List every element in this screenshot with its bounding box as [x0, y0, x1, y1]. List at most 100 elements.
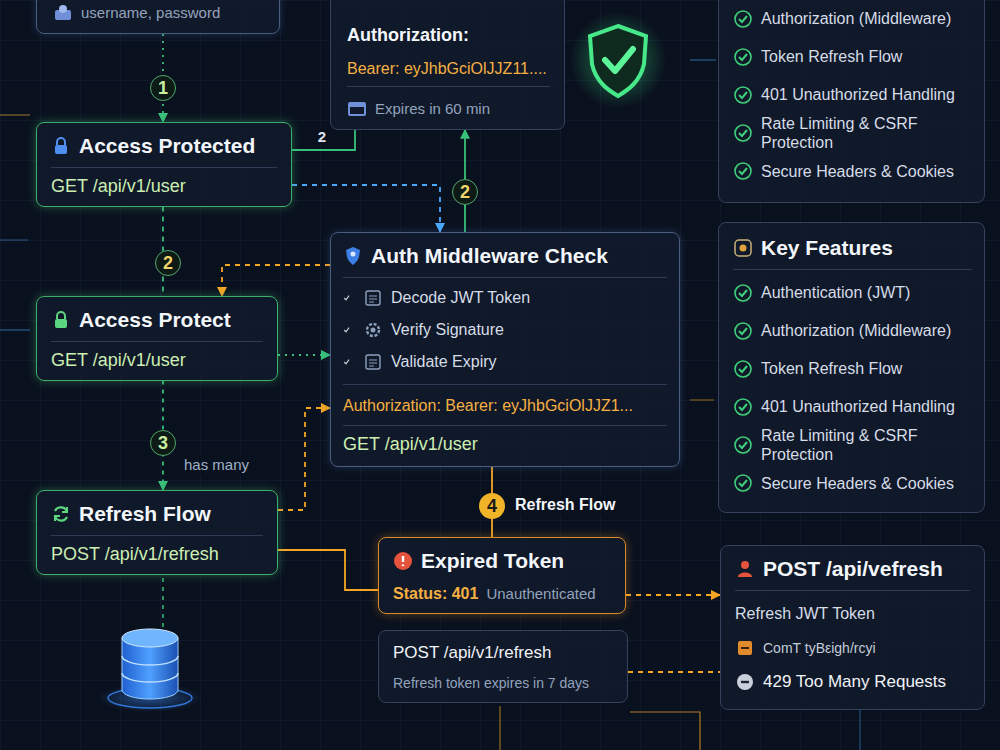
check-icon [733, 359, 753, 379]
node-title: Expired Token [421, 548, 564, 573]
process-box: Access ProtectGET /api/v1/user [36, 296, 278, 381]
node-text: Expires in 60 min [375, 100, 490, 118]
node-text: Secure Headers & Cookies [761, 474, 954, 493]
gear-icon [363, 320, 383, 340]
text-row: Decode JWT Token [343, 277, 667, 314]
text-row: Expired Token [393, 548, 611, 574]
callout-number: 2 [316, 129, 328, 144]
node-text: Authorization (Middleware) [761, 321, 951, 340]
feature-panel: Authorization (Middleware) Token Refresh … [718, 0, 985, 203]
input-box: username, password [36, 0, 280, 34]
connector [626, 594, 720, 596]
connector [278, 354, 330, 356]
user-icon [53, 3, 73, 23]
check-icon [733, 283, 753, 303]
doc-icon [363, 288, 383, 308]
text-row: GET /api/v1/user [343, 425, 667, 456]
response-box: POST /api/vefreshRefresh JWT TokenComT t… [720, 545, 985, 710]
refresh-icon [51, 504, 71, 524]
lock2-icon [51, 136, 71, 156]
text-row: Unauthenticated [486, 585, 595, 603]
node-text: Token Refresh Flow [761, 359, 902, 378]
text-row: Refresh Flow [51, 501, 263, 527]
token-box: Authorization: Bearer: eyJhbGciOlJJZ11...… [330, 0, 565, 130]
text-row: GET /api/v1/user [51, 341, 263, 372]
text-row: Secure Headers & Cookies [733, 152, 972, 190]
node-text: Secure Headers & Cookies [761, 162, 954, 181]
callout-number: 4 [479, 493, 505, 519]
text-row: POST /api/v1/refresh [51, 535, 263, 566]
text-row: Token Refresh Flow [733, 38, 972, 76]
node-title: username, password [81, 4, 220, 22]
connector [278, 408, 330, 510]
text-row: GET /api/v1/user [51, 167, 277, 198]
node-title: Authorization (Middleware) [761, 9, 951, 28]
check-icon [733, 321, 753, 341]
text-row: Token Refresh Flow [733, 350, 972, 388]
connector [292, 185, 440, 232]
connector [628, 671, 720, 673]
node-text: Validate Expiry [391, 352, 497, 371]
node-title: POST /api/vefresh [763, 556, 943, 581]
text-row: Key Features [733, 233, 972, 263]
node-title: Refresh Flow [79, 501, 211, 526]
person-icon [735, 559, 755, 579]
node-text: Refresh token expires in 7 days [393, 675, 589, 692]
check-icon [733, 397, 753, 417]
node-text: Rate Limiting & CSRF Protection [761, 426, 972, 464]
middleware-box: Auth Middleware CheckDecode JWT TokenVer… [330, 232, 680, 467]
database-icon [98, 629, 202, 712]
callout-number: 1 [150, 75, 176, 101]
text-row: username, password [53, 3, 263, 23]
node-text: Rate Limiting & CSRF Protection [761, 114, 972, 152]
node-text: Refresh JWT Token [735, 604, 875, 623]
shield-icon [570, 12, 666, 108]
process-box: Access ProtectedGET /api/v1/user [36, 122, 292, 207]
node-title: POST /api/v1/refresh [393, 643, 551, 663]
check-icon [733, 435, 753, 455]
text-row: Auth Middleware Check [343, 243, 667, 269]
node-text: Authentication (JWT) [761, 283, 910, 302]
node-title: Access Protect [79, 307, 231, 332]
tick-icon [343, 352, 355, 372]
callout-number: 3 [150, 430, 176, 456]
alert-icon [393, 551, 413, 571]
request-box: POST /api/v1/refreshRefresh token expire… [378, 630, 628, 703]
node-title: Access Protected [79, 133, 255, 158]
doc-icon [363, 352, 383, 372]
shieldb-icon [343, 246, 363, 266]
text-row: Refresh JWT Token [735, 590, 970, 631]
text-row: Bearer: eyJhbGciOlJJZ11.... [347, 59, 550, 78]
node-text: Status: 401 [393, 584, 478, 603]
text-row: Validate Expiry [343, 346, 667, 378]
check-icon [733, 473, 753, 493]
text-row: Secure Headers & Cookies [733, 464, 972, 502]
text-row: Authorization (Middleware) [733, 0, 972, 38]
process-box: Refresh FlowPOST /api/v1/refresh [36, 490, 278, 575]
text-row: Status: 401 [393, 584, 478, 603]
check-icon [733, 85, 753, 105]
node-text: Unauthenticated [486, 585, 595, 603]
text-row: Refresh token expires in 7 days [393, 675, 613, 692]
node-title: Authorization: [347, 25, 469, 47]
connector [222, 265, 330, 296]
obox-icon [735, 638, 755, 658]
edge-note: Refresh Flow [512, 494, 618, 515]
tick-icon [343, 288, 355, 308]
text-row: POST /api/vefresh [735, 556, 970, 582]
check-icon [733, 9, 753, 29]
text-row: Authorization: [347, 25, 550, 47]
text-row: Verify Signature [343, 314, 667, 346]
node-text: 429 Too Many Requests [763, 672, 946, 692]
feature-panel: Key FeaturesAuthentication (JWT) Authoriz… [718, 222, 985, 513]
stop-icon [735, 672, 755, 692]
node-text: POST /api/v1/refresh [51, 544, 219, 566]
badge-icon [733, 238, 753, 258]
text-row: Access Protected [51, 133, 277, 159]
error-box: Expired TokenStatus: 401 Unauthenticated [378, 537, 626, 614]
lock-icon [51, 310, 71, 330]
cal-icon [347, 99, 367, 119]
callout-number: 2 [155, 250, 181, 276]
